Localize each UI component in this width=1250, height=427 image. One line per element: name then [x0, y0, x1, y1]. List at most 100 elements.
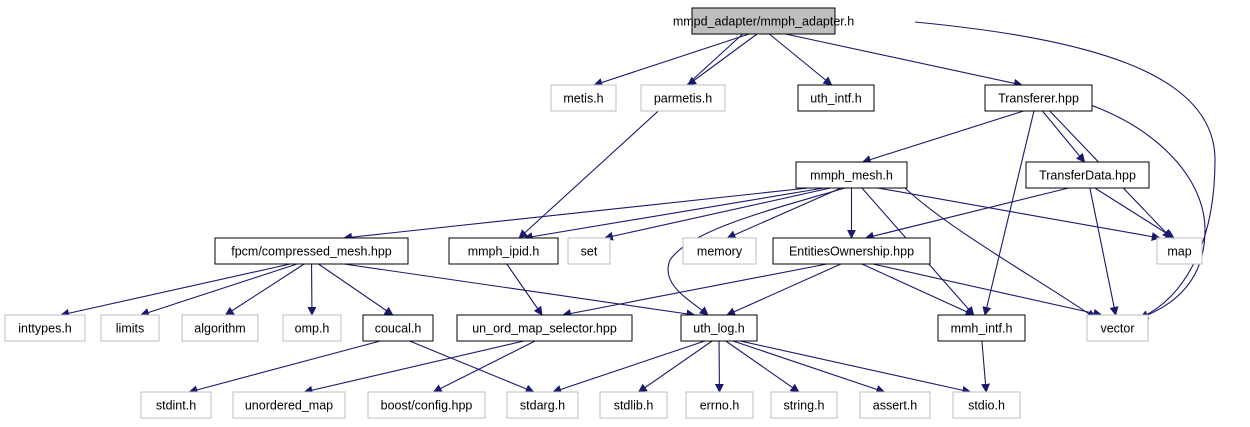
node-metis: metis.h	[550, 84, 617, 112]
node-label: map	[1167, 245, 1191, 259]
edge-transferer-to-vector	[1087, 103, 1206, 320]
node-entities[interactable]: EntitiesOwnership.hpp	[772, 237, 931, 265]
node-algorithm: algorithm	[181, 314, 259, 342]
node-box	[550, 84, 617, 112]
edge-unord-to-boostcfg	[432, 340, 536, 393]
node-box	[1025, 161, 1150, 189]
node-coucal[interactable]: coucal.h	[362, 314, 434, 342]
node-box	[685, 391, 754, 419]
node-label: mmph_ipid.h	[468, 245, 540, 259]
node-label: omp.h	[295, 322, 330, 336]
node-mmph-ipid[interactable]: mmph_ipid.h	[448, 237, 559, 265]
node-label: un_ord_map_selector.hpp	[472, 322, 617, 336]
node-box	[984, 84, 1093, 112]
node-transferdata[interactable]: TransferData.hpp	[1025, 161, 1150, 189]
node-box	[795, 161, 908, 189]
node-stdio: stdio.h	[952, 391, 1021, 419]
edge-mmph_adapter-to-transferer	[785, 33, 1023, 88]
edge-fpcm-to-algorithm	[224, 263, 305, 316]
node-mmh-intf[interactable]: mmh_intf.h	[937, 314, 1026, 342]
node-label: stdlib.h	[614, 399, 654, 413]
edge-entities-to-unord	[562, 263, 828, 318]
edge-uth_log-to-string	[725, 340, 800, 393]
node-box	[691, 7, 836, 35]
node-stdarg: stdarg.h	[506, 391, 579, 419]
node-errno: errno.h	[685, 391, 754, 419]
edge-fpcm-to-inttypes	[60, 263, 291, 318]
node-box	[797, 84, 875, 112]
edge-mmph_adapter-to-vector	[914, 21, 1216, 319]
node-label: string.h	[784, 399, 825, 413]
node-label: algorithm	[194, 322, 245, 336]
node-box	[640, 84, 726, 112]
edge-entities-to-uth_log	[726, 263, 842, 316]
node-mmph-mesh[interactable]: mmph_mesh.h	[795, 161, 908, 189]
node-box	[770, 391, 838, 419]
edge-mmph_mesh-to-memory	[726, 187, 842, 239]
edge-mmph_adapter-to-metis	[593, 33, 750, 87]
node-limits: limits	[100, 314, 160, 342]
edge-transferer-to-transferdata	[1041, 110, 1086, 163]
node-fpcm[interactable]: fpcm/compressed_mesh.hpp	[214, 237, 409, 265]
node-label: uth_intf.h	[810, 92, 861, 106]
node-box	[937, 314, 1026, 342]
node-memory: memory	[682, 237, 757, 265]
node-label: vector	[1100, 322, 1134, 336]
node-box	[567, 237, 611, 265]
edge-mmph_ipid-to-unord	[506, 263, 543, 316]
edge-coucal-to-stdarg	[409, 340, 535, 394]
node-boostcfg: boost/config.hpp	[367, 391, 486, 419]
node-label: boost/config.hpp	[381, 399, 473, 413]
edge-unord-to-unordered_map	[303, 340, 525, 395]
node-assert: assert.h	[859, 391, 931, 419]
node-box	[282, 314, 342, 342]
node-uth-log[interactable]: uth_log.h	[680, 314, 758, 342]
nodes-layer: mmpd_adapter/mmph_adapter.h metis.h parmet…	[4, 7, 1203, 419]
node-box	[214, 237, 409, 265]
edge-entities-to-vector	[872, 263, 1103, 318]
node-box	[599, 391, 668, 419]
node-string: string.h	[770, 391, 838, 419]
node-label: uth_log.h	[693, 322, 744, 336]
edge-mmph_mesh-to-fpcm	[343, 187, 809, 242]
node-transferer[interactable]: Transferer.hpp	[984, 84, 1093, 112]
node-unord[interactable]: un_ord_map_selector.hpp	[456, 314, 633, 342]
edge-transferdata-to-map	[1094, 187, 1175, 239]
node-label: memory	[697, 245, 743, 259]
node-box	[232, 391, 346, 419]
node-label: metis.h	[563, 92, 603, 106]
edge-uth_log-to-stdarg	[552, 340, 706, 394]
edges-layer	[60, 21, 1216, 395]
node-label: fpcm/compressed_mesh.hpp	[231, 245, 392, 259]
node-label: assert.h	[873, 399, 918, 413]
node-box	[456, 314, 633, 342]
node-stdlib: stdlib.h	[599, 391, 668, 419]
node-set: set	[567, 237, 611, 265]
node-stdint: stdint.h	[140, 391, 212, 419]
node-box	[367, 391, 486, 419]
edge-uth_log-to-stdlib	[637, 340, 713, 393]
node-uth-intf[interactable]: uth_intf.h	[797, 84, 875, 112]
edge-entities-to-mmh_intf	[861, 263, 975, 316]
node-box	[506, 391, 579, 419]
node-label: inttypes.h	[18, 322, 72, 336]
node-box	[682, 237, 757, 265]
node-label: stdio.h	[968, 399, 1005, 413]
edge-mmph_mesh-to-uth_log	[667, 187, 846, 316]
node-label: unordered_map	[245, 399, 333, 413]
node-label: parmetis.h	[654, 92, 712, 106]
node-label: coucal.h	[375, 322, 422, 336]
node-mmph-adapter[interactable]: mmpd_adapter/mmph_adapter.h	[673, 7, 854, 35]
node-parmetis: parmetis.h	[640, 84, 726, 112]
node-inttypes: inttypes.h	[4, 314, 86, 342]
node-unordered-map: unordered_map	[232, 391, 346, 419]
node-box	[140, 391, 212, 419]
edge-transferer-to-mmh_intf	[982, 110, 1035, 316]
node-vector: vector	[1086, 314, 1149, 342]
node-box	[448, 237, 559, 265]
node-label: stdint.h	[156, 399, 196, 413]
edge-fpcm-to-uth_log	[344, 263, 696, 319]
edge-fpcm-to-limits	[140, 263, 298, 317]
edge-mmph_mesh-to-vector	[904, 187, 1096, 319]
